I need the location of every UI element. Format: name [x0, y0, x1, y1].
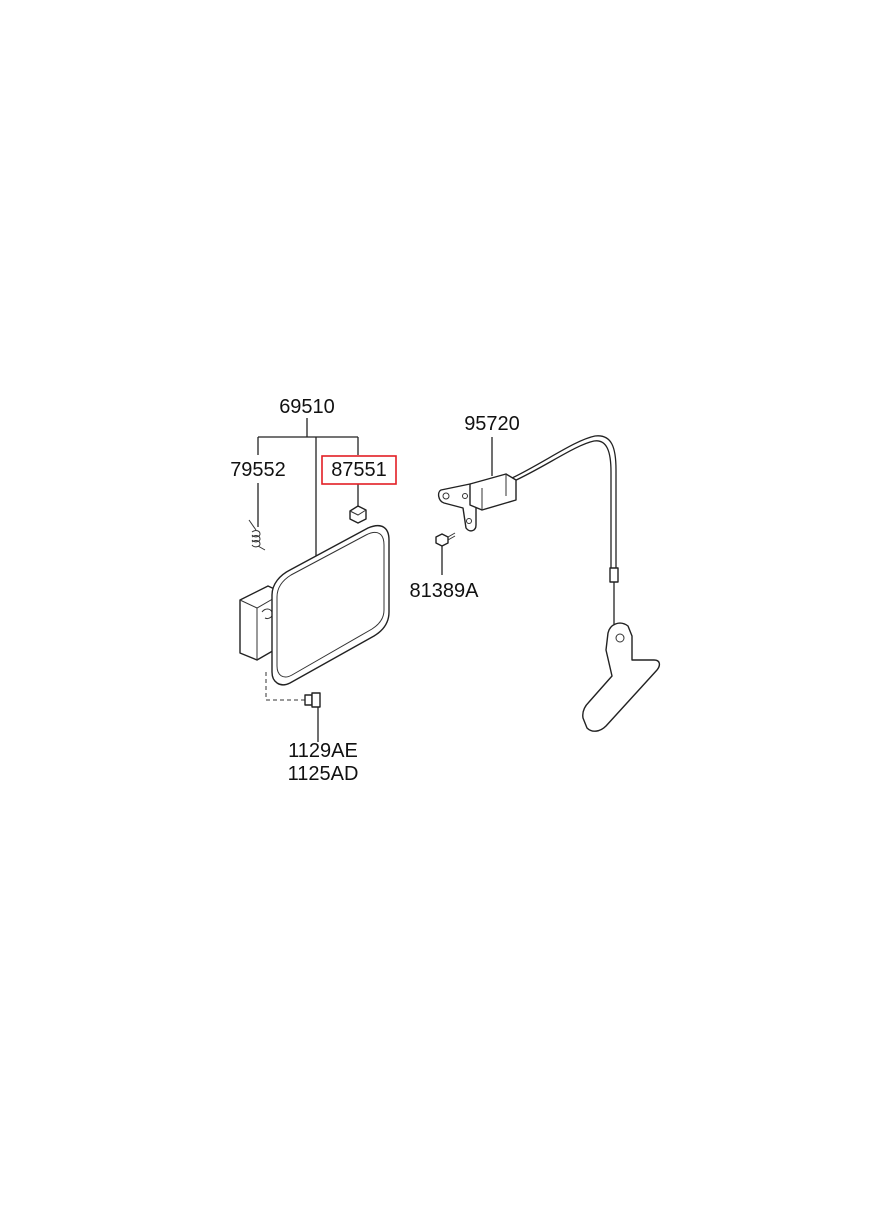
bolt-part: [304, 692, 321, 742]
fuel-door-part: [239, 524, 390, 701]
label-79552[interactable]: 79552: [230, 459, 286, 481]
spring-part: [248, 519, 266, 551]
highlight-box: [321, 455, 397, 485]
bumper-part: [349, 505, 367, 524]
screw-part: [435, 532, 456, 575]
label-1129AE[interactable]: 1129AE: [288, 740, 358, 762]
label-95720[interactable]: 95720: [464, 413, 520, 435]
label-69510[interactable]: 69510: [279, 396, 335, 418]
label-87551[interactable]: 87551: [331, 459, 387, 481]
cable-part: [437, 435, 661, 732]
assembly-callout-lines: [257, 418, 359, 556]
label-81389A[interactable]: 81389A: [410, 580, 480, 602]
label-1125AD[interactable]: 1125AD: [288, 763, 359, 785]
